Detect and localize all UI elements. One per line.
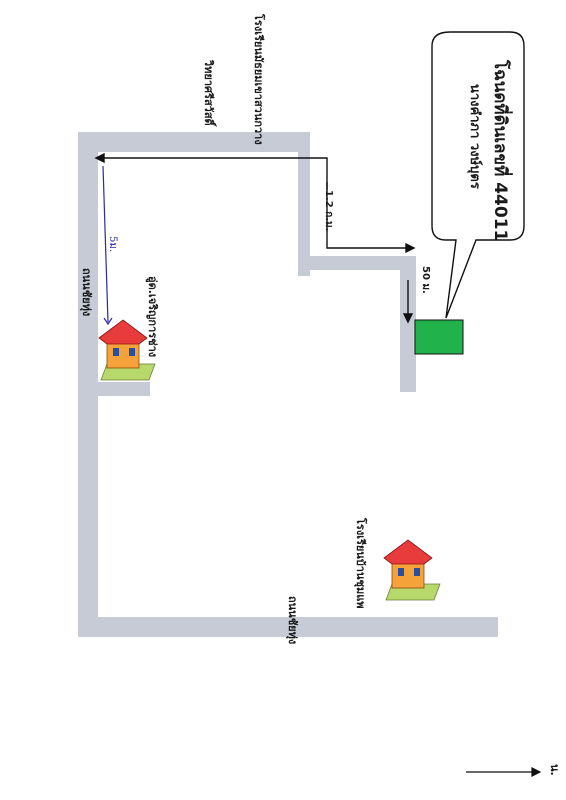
label-handwritten-note: 5ม. xyxy=(107,236,118,253)
route-path xyxy=(96,157,412,249)
north-arrow-icon xyxy=(466,767,542,777)
label-distance-12km: 1.2 ก.ม. xyxy=(323,190,334,232)
house-icon-school xyxy=(383,539,441,601)
label-distance-50m: 50 ม. xyxy=(420,266,431,294)
route-arrow-start xyxy=(94,152,105,164)
road-branch-lower xyxy=(298,256,416,270)
route-line xyxy=(94,152,416,324)
road-garage-spur xyxy=(98,382,150,396)
callout-owner: นางคำภา วงษ์บุตร xyxy=(467,84,482,189)
label-school-bottom: โรงเรียนบ้านชุมแพ xyxy=(354,518,367,609)
callout-bubble xyxy=(431,31,525,319)
route-arrow-end xyxy=(405,242,416,254)
road-left-vertical xyxy=(78,132,98,637)
label-north: น. xyxy=(548,764,561,776)
roads xyxy=(78,132,498,637)
land-plot xyxy=(414,319,464,355)
handwritten-line xyxy=(102,165,113,326)
callout-title: โฉนดที่ดินเลขที่ 44011 xyxy=(490,60,510,242)
distance-marker-50m-arrow xyxy=(402,313,414,324)
label-school-top-line1: โรงเรียนมัธยมเขาสวนกวาง xyxy=(252,14,265,145)
road-right-vertical xyxy=(400,256,416,392)
road-bottom-horizontal xyxy=(78,617,498,637)
label-road-bottom: ถนนชัยทุ่ง xyxy=(286,596,299,645)
label-school-top-line2: วิทยาศรีสวัสดิ์ xyxy=(202,60,215,126)
house-icon-garage xyxy=(98,319,156,381)
label-garage: อู่ด.เจริญการช่าง xyxy=(146,276,159,358)
road-branch-right xyxy=(298,132,310,276)
road-top-horizontal xyxy=(78,132,310,152)
label-road-left: ถนนชัยทุ่ง xyxy=(80,268,93,317)
